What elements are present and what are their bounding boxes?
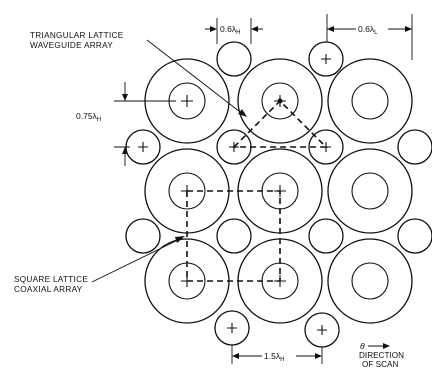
dimension-coax-top (326, 14, 413, 60)
direction-of-scan (368, 343, 390, 349)
square-lattice-outline (186, 190, 281, 282)
triangular-apex-dot (277, 98, 283, 104)
theta-label: θ (360, 341, 365, 351)
coax-inner-r1c3 (351, 82, 389, 120)
waveguide-row1-4 (397, 129, 432, 165)
waveguide-top-1 (216, 41, 252, 77)
dimension-left (114, 82, 176, 166)
dimension-waveguide-top (205, 18, 263, 44)
dimension-bottom (231, 345, 323, 364)
triangular-label-line1: TRIANGULAR LATTICE (30, 31, 124, 40)
leader-lines (91, 39, 247, 283)
cross-wg-top-2 (321, 54, 331, 64)
dim-coax-top-label: 0.6λL (358, 24, 378, 36)
square-label-line2: COAXIAL ARRAY (14, 285, 83, 294)
direction-label-line2: OF SCAN (362, 360, 398, 369)
coax-inner-r2c3 (351, 172, 389, 210)
waveguide-row2-4 (397, 218, 432, 254)
dim-left-label: 0.75λH (76, 111, 101, 123)
waveguide-row2-1 (125, 218, 161, 254)
square-leader-line (91, 237, 183, 283)
direction-arrow-icon (383, 343, 390, 349)
square-leader-arrow (175, 236, 185, 243)
coax-inner-r3c3 (351, 262, 389, 300)
triangular-leader-arrow (238, 109, 247, 117)
triangular-label-line2: WAVEGUIDE ARRAY (30, 41, 113, 50)
dim-waveguide-top-label: 0.6λH (220, 24, 240, 36)
cross-wg-bottom-1 (227, 323, 237, 333)
waveguide-row2-3 (308, 218, 344, 254)
triangular-lattice-outline (232, 99, 328, 148)
cross-coax-r1c1 (181, 95, 193, 107)
square-label-line1: SQUARE LATTICE (14, 275, 88, 284)
waveguide-row2-2 (216, 218, 252, 254)
cross-wg-row1-1 (138, 142, 148, 152)
cross-wg-bottom-2 (317, 325, 327, 335)
direction-label-line1: DIRECTION (359, 351, 404, 360)
dim-bottom-label: 1.5λH (264, 351, 284, 363)
triangular-leader-line (146, 39, 245, 116)
